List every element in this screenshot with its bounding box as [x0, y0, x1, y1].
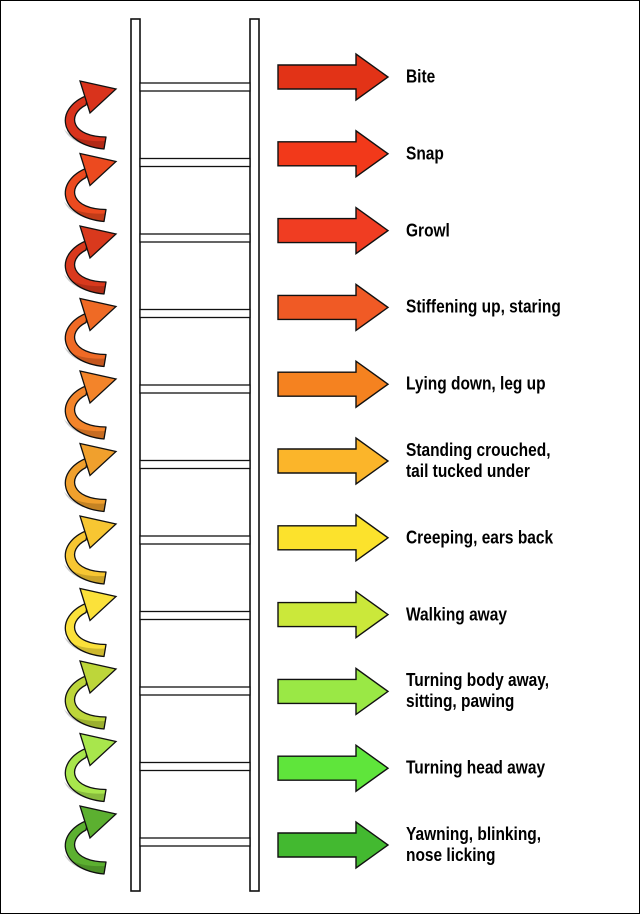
step-label: Turning body away,sitting, pawing	[406, 670, 550, 712]
step-label: Stiffening up, staring	[406, 296, 561, 317]
ladder-rung	[139, 686, 251, 696]
ladder-rung	[139, 610, 251, 621]
step-arrow	[277, 283, 390, 332]
step-label: Creeping, ears back	[406, 527, 554, 548]
escalation-curve-arrow	[64, 660, 118, 730]
ladder-rung	[139, 384, 251, 394]
ladder-rung	[139, 308, 251, 319]
ladder-rung	[139, 157, 251, 168]
step-label: Yawning, blinking,nose licking	[406, 824, 542, 865]
escalation-curve-arrow	[64, 515, 118, 585]
step-arrow	[277, 129, 390, 179]
escalation-curve-arrow	[64, 442, 118, 513]
ladder-rung	[139, 837, 251, 847]
step-arrow	[277, 513, 390, 563]
ladder-rung	[139, 761, 251, 772]
step-arrow	[277, 667, 390, 716]
step-arrow	[277, 52, 390, 102]
ladder-rail-left	[130, 18, 141, 892]
step-label: Snap	[406, 143, 444, 164]
ladder-rung	[139, 459, 251, 470]
escalation-curve-arrow	[64, 732, 118, 803]
escalation-curve-arrow	[64, 80, 118, 150]
step-arrow	[277, 743, 390, 793]
step-label: Lying down, leg up	[406, 373, 546, 394]
step-label: Bite	[406, 66, 436, 87]
step-label: Standing crouched,tail tucked under	[406, 440, 551, 481]
escalation-curve-arrow	[64, 152, 118, 223]
escalation-curve-arrow	[64, 370, 118, 440]
step-label: Turning head away	[406, 757, 546, 778]
step-label: Walking away	[406, 604, 507, 625]
step-arrow	[277, 436, 390, 486]
escalation-curve-arrow	[64, 297, 118, 368]
ladder-rung	[139, 233, 251, 243]
step-arrow	[277, 206, 390, 255]
ladder-rail-right	[249, 18, 260, 892]
step-arrow	[277, 820, 390, 870]
step-label: Growl	[406, 220, 450, 241]
escalation-curve-arrow	[64, 805, 118, 875]
escalation-curve-arrow	[64, 587, 118, 658]
ladder-rung	[139, 535, 251, 545]
ladder-rung	[139, 82, 251, 92]
step-arrow	[277, 590, 390, 639]
escalation-curve-arrow	[64, 225, 118, 295]
step-arrow	[277, 359, 390, 409]
